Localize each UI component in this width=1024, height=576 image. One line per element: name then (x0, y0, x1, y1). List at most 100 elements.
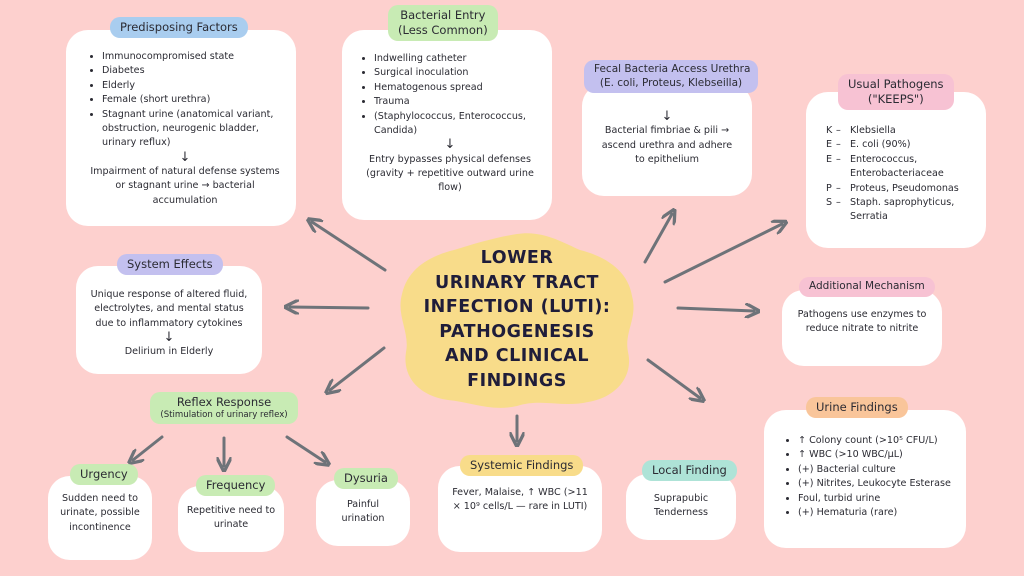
pathogen-row: E–E. coli (90%) (826, 138, 976, 152)
pathogen-letter: E (826, 139, 833, 151)
additional-card: Pathogens use enzymes to reduce nitrate … (782, 290, 942, 366)
bacterial-entry-card: Indwelling catheter Surgical inoculation… (342, 30, 552, 220)
pathogen-text: E. coli (90%) (850, 139, 911, 151)
pathogen-row: P–Proteus, Pseudomonas (826, 182, 976, 196)
list-item: Diabetes (102, 64, 282, 78)
additional-title: Additional Mechanism (799, 277, 935, 297)
dysuria-card: Painful urination (316, 480, 410, 546)
systemic-title: Systemic Findings (460, 455, 584, 476)
down-arrow-icon: ↓ (179, 149, 191, 165)
urine-card: ↑ Colony count (>10⁵ CFU/L) ↑ WBC (>10 W… (764, 410, 966, 548)
urine-list: ↑ Colony count (>10⁵ CFU/L) ↑ WBC (>10 W… (784, 434, 958, 520)
arrow-to-urgency (133, 435, 164, 460)
fecal-title-line1: Fecal Bacteria Access Urethra (594, 63, 751, 75)
predisposing-list: Immunocompromised state Diabetes Elderly… (88, 50, 282, 151)
center-title-line: PATHOGENESIS (439, 321, 595, 342)
pathogen-text: Proteus, Pseudomonas (850, 182, 959, 194)
pathogen-row: E–Enterococcus, Enterobacteriaceae (826, 153, 976, 182)
center-title-line: LOWER (480, 248, 554, 268)
bacterial-entry-title-line2: (Less Common) (398, 22, 488, 37)
pathogen-row: K–Klebsiella (826, 124, 976, 138)
list-item: ↑ WBC (>10 WBC/µL) (798, 448, 958, 462)
system-effects-card: Unique response of altered fluid, electr… (76, 266, 262, 374)
local-title: Local Finding (642, 460, 737, 481)
urgency-card: Sudden need to urinate, possible inconti… (48, 476, 152, 560)
arrow-to-predisposing (312, 222, 387, 272)
frequency-text: Repetitive need to urinate (186, 505, 276, 531)
arrow-to-fecal (643, 214, 672, 264)
reflex-title-line1: Reflex Response (176, 395, 272, 409)
reflex-subtitle: (Stimulation of urinary reflex) (160, 409, 288, 420)
list-item: (Staphylococcus, Enterococcus, Candida) (374, 110, 540, 139)
arrow-to-urine (646, 358, 700, 398)
center-title-line: INFECTION (LUTI): (423, 297, 611, 317)
down-arrow-icon: ↓ (444, 137, 456, 153)
system-effects-text: Unique response of altered fluid, electr… (90, 289, 248, 329)
pathogens-title: Usual Pathogens ("KEEPS") (838, 74, 954, 110)
pathogens-title-line1: Usual Pathogens (848, 77, 944, 91)
down-arrow-icon: ↓ (163, 330, 175, 346)
arrow-to-reflex (330, 346, 386, 390)
list-item: (+) Bacterial culture (798, 463, 958, 477)
local-text: Suprapubic Tenderness (653, 493, 709, 519)
pathogen-text: Staph. saprophyticus, Serratia (850, 196, 955, 223)
dysuria-text: Painful urination (341, 499, 385, 525)
frequency-card: Repetitive need to urinate (178, 486, 284, 552)
bacterial-entry-title-line1: Bacterial Entry (400, 8, 486, 22)
fecal-card: ↓ Bacterial fimbriae & pili → ascend ure… (582, 84, 752, 196)
system-effects-title: System Effects (117, 254, 223, 275)
list-item: ↑ Colony count (>10⁵ CFU/L) (798, 434, 958, 448)
urgency-title: Urgency (70, 464, 138, 485)
pathogen-letter: K (826, 125, 833, 136)
local-card: Suprapubic Tenderness (626, 474, 736, 540)
bacterial-entry-title: Bacterial Entry (Less Common) (388, 5, 498, 41)
center-blob (400, 233, 634, 408)
center-title-line: AND CLINICAL (444, 346, 589, 366)
center-title-line: URINARY TRACT (435, 272, 599, 293)
center-title-line: FINDINGS (467, 370, 567, 391)
systemic-text: Fever, Malaise, ↑ WBC (>11 × 10⁹ cells/L… (452, 487, 588, 513)
pathogen-text: Enterococcus, Enterobacteriaceae (850, 153, 944, 180)
fecal-result: Bacterial fimbriae & pili → ascend ureth… (601, 125, 733, 166)
predisposing-title: Predisposing Factors (110, 17, 248, 38)
predisposing-card: Immunocompromised state Diabetes Elderly… (66, 30, 296, 226)
list-item: Stagnant urine (anatomical variant, obst… (102, 108, 282, 151)
dysuria-title: Dysuria (334, 468, 398, 489)
pathogen-letter: S (826, 196, 833, 208)
pathogens-card: K–Klebsiella E–E. coli (90%) E–Enterococ… (806, 92, 986, 248)
fecal-title: Fecal Bacteria Access Urethra (E. coli, … (584, 60, 758, 94)
down-arrow-icon: ↓ (661, 109, 673, 124)
fecal-title-line2: (E. coli, Proteus, Klebseilla) (599, 76, 743, 89)
list-item: Immunocompromised state (102, 50, 282, 64)
list-item: Female (short urethra) (102, 93, 282, 107)
list-item: Surgical inoculation (374, 66, 540, 80)
bacterial-entry-list: Indwelling catheter Surgical inoculation… (360, 52, 540, 138)
urgency-text: Sudden need to urinate, possible inconti… (60, 493, 140, 533)
arrow-to-dysuria (285, 435, 325, 462)
list-item: Trauma (374, 95, 540, 109)
list-item: Indwelling catheter (374, 52, 540, 66)
systemic-card: Fever, Malaise, ↑ WBC (>11 × 10⁹ cells/L… (438, 466, 602, 552)
arrow-to-system-effects (290, 307, 370, 308)
pathogen-letter: E (826, 153, 833, 165)
frequency-title: Frequency (196, 475, 276, 496)
list-item: (+) Nitrites, Leukocyte Esterase (798, 477, 958, 491)
bacterial-entry-result: Entry bypasses physical defenses (gravit… (366, 153, 534, 194)
reflex-title: Reflex Response (Stimulation of urinary … (150, 392, 298, 425)
additional-text: Pathogens use enzymes to reduce nitrate … (797, 309, 927, 335)
list-item: Elderly (102, 79, 282, 93)
pathogen-text: Klebsiella (850, 125, 896, 136)
list-item: (+) Hematuria (rare) (798, 506, 958, 520)
arrow-to-additional (676, 308, 754, 311)
system-effects-result: Delirium in Elderly (124, 346, 214, 358)
predisposing-result: Impairment of natural defense systems or… (90, 166, 280, 206)
pathogens-title-line2: ("KEEPS") (867, 91, 924, 106)
arrow-to-pathogens (663, 224, 782, 284)
list-item: Hematogenous spread (374, 81, 540, 95)
center-title: LOWER URINARY TRACT INFECTION (LUTI): PA… (392, 246, 642, 393)
pathogen-letter: P (826, 182, 832, 194)
urine-title: Urine Findings (806, 397, 908, 418)
list-item: Foul, turbid urine (798, 492, 958, 506)
pathogen-row: S–Staph. saprophyticus, Serratia (826, 196, 976, 225)
